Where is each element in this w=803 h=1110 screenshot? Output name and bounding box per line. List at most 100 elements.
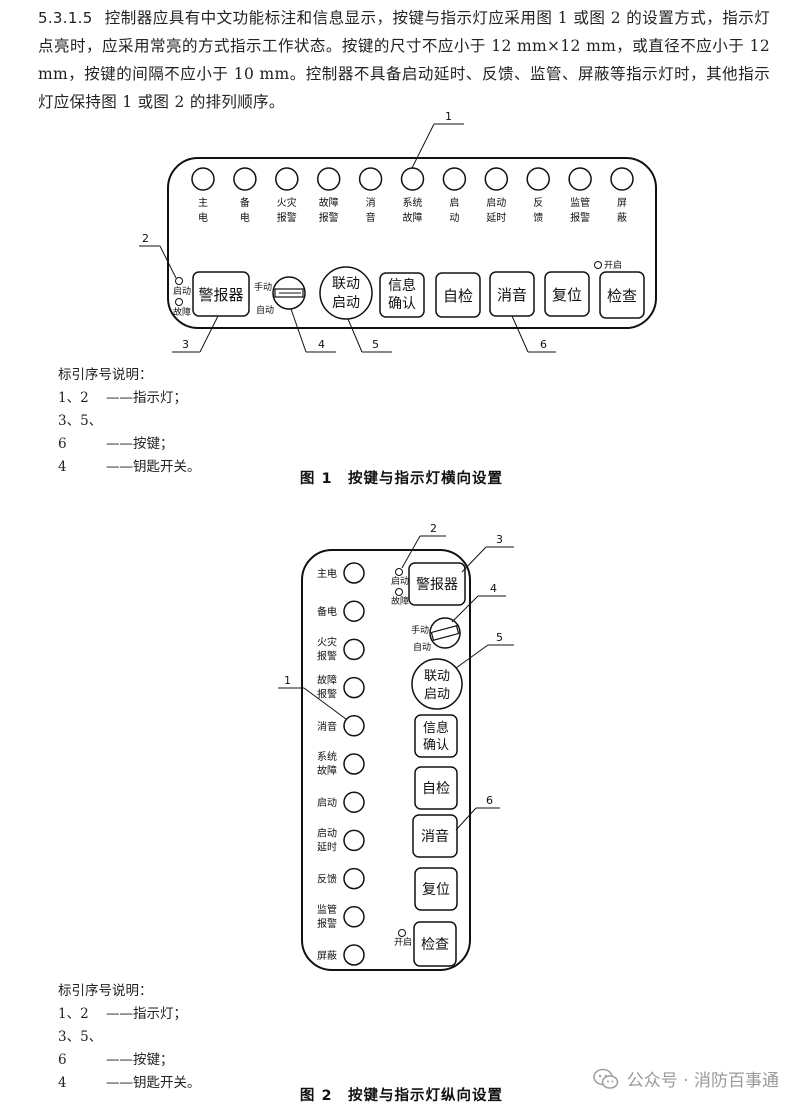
key-switch[interactable]: 手动 自动 — [254, 276, 306, 316]
lamp-circle — [343, 829, 365, 852]
svg-text:启动: 启动 — [424, 687, 450, 702]
legend-title: 标引序号说明： — [58, 367, 153, 383]
svg-text:检查: 检查 — [421, 937, 449, 953]
svg-text:启动: 启动 — [332, 295, 360, 311]
callout-2-label: 2 — [142, 232, 149, 245]
silence-button[interactable]: 消音 — [489, 271, 535, 317]
lamp-label: 监管 — [317, 903, 337, 916]
lamp-circle — [316, 167, 341, 191]
lamp-label: 备电 — [317, 605, 337, 618]
indicator-lamp: 反馈 — [317, 867, 365, 890]
callout-6-label: 6 — [540, 338, 547, 351]
reset-button[interactable]: 复位 — [544, 271, 590, 317]
legend-item: 4——钥匙开关。 — [58, 459, 201, 475]
lamp-circle — [343, 753, 365, 775]
legend-title: 标引序号说明： — [58, 983, 153, 999]
indicator-lamp: 消音 — [358, 167, 383, 224]
lamp-circle — [526, 167, 550, 191]
lamp-label: 报警 — [277, 211, 297, 224]
lamp-circle — [343, 906, 365, 928]
lamp-start-label: 启动 — [173, 285, 191, 297]
reset-button[interactable]: 复位 — [414, 867, 458, 911]
lamp-label: 启动 — [317, 796, 337, 809]
indicator-lamp: 主电 — [317, 562, 365, 584]
info-confirm-button[interactable]: 信息 确认 — [379, 272, 425, 318]
svg-text:信息: 信息 — [388, 277, 416, 294]
lamp-circle — [343, 715, 365, 737]
lamp-label: 报警 — [317, 917, 337, 930]
lamp-label: 电 — [198, 211, 208, 224]
silence-button[interactable]: 消音 — [412, 814, 458, 858]
indicator-lamp: 启动 — [442, 167, 467, 224]
svg-text:复位: 复位 — [422, 881, 450, 898]
svg-text:检查: 检查 — [607, 287, 637, 305]
svg-text:警报器: 警报器 — [198, 286, 243, 304]
lamp-circle — [343, 676, 365, 699]
callout-3-leader — [461, 546, 487, 573]
check-on-lamp — [398, 929, 406, 937]
indicator-lamp: 屏蔽 — [610, 167, 634, 224]
lamp-circle — [191, 167, 215, 191]
svg-text:警报器: 警报器 — [416, 577, 458, 593]
selftest-button[interactable]: 自检 — [435, 272, 481, 318]
lamp-start-indicator — [175, 277, 183, 285]
figure-1-caption: 图 1 按键与指示灯横向设置 — [299, 471, 504, 487]
linkage-start-button[interactable]: 联动 启动 — [319, 266, 373, 320]
lamp-label: 反 — [533, 197, 543, 209]
legend-item: 1、2——指示灯； — [58, 390, 187, 406]
alarm-button[interactable]: 警报器 — [408, 562, 466, 606]
indicator-lamp: 主电 — [191, 167, 215, 224]
indicator-lamp: 启动延时 — [484, 167, 509, 224]
check-on-lamp — [594, 261, 602, 269]
callout-3-label: 3 — [182, 338, 189, 351]
panel-outline — [167, 157, 657, 329]
callout-4-label: 4 — [318, 338, 325, 351]
figure-2-caption: 图 2 按键与指示灯纵向设置 — [299, 1088, 504, 1104]
callout-2-label: 2 — [430, 522, 437, 535]
alarm-button[interactable]: 警报器 — [192, 271, 250, 317]
svg-text:自检: 自检 — [422, 781, 450, 797]
svg-text:复位: 复位 — [552, 286, 582, 304]
selftest-button[interactable]: 自检 — [414, 766, 458, 810]
lamp-label: 启 — [449, 196, 459, 209]
check-button[interactable]: 检查 — [413, 921, 457, 967]
legend-item: 4——钥匙开关。 — [58, 1075, 201, 1091]
indicator-lamp: 备电 — [233, 167, 257, 224]
lamp-circle — [484, 167, 509, 191]
key-auto-label: 自动 — [413, 641, 431, 653]
legend-fig1: 标引序号说明： 1、2——指示灯； 3、5、6——按键； 4——钥匙开关。 — [58, 364, 201, 479]
info-confirm-button[interactable]: 信息 确认 — [414, 714, 458, 758]
lamp-circle — [442, 167, 467, 191]
lamp-circle — [343, 600, 365, 622]
lamp-circle — [568, 167, 592, 191]
lamp-label: 监管 — [570, 196, 590, 209]
lamp-circle — [343, 867, 365, 890]
key-switch[interactable]: 手动 自动 — [411, 617, 461, 653]
lamp-circle — [233, 167, 257, 191]
svg-text:联动: 联动 — [332, 276, 360, 292]
callout-4-leader — [290, 308, 307, 353]
indicator-lamp: 启动延时 — [317, 826, 365, 853]
indicator-lamp: 消音 — [317, 715, 365, 737]
lamp-label: 启动 — [317, 826, 337, 839]
lamp-circle — [275, 167, 299, 191]
key-manual-label: 手动 — [254, 281, 272, 293]
callout-6-leader — [511, 315, 529, 353]
lamp-label: 启动 — [486, 196, 506, 209]
check-button[interactable]: 检查 — [599, 271, 645, 319]
lamp-circle — [400, 167, 425, 191]
callout-5-leader — [347, 318, 363, 353]
svg-text:自检: 自检 — [443, 287, 473, 305]
linkage-start-button[interactable]: 联动 启动 — [411, 658, 463, 710]
lamp-label: 系统 — [317, 750, 337, 763]
clause-text: 控制器应具有中文功能标注和信息显示，按键与指示灯应采用图 1 或图 2 的设置方… — [38, 9, 770, 111]
callout-1-leader — [411, 123, 435, 169]
